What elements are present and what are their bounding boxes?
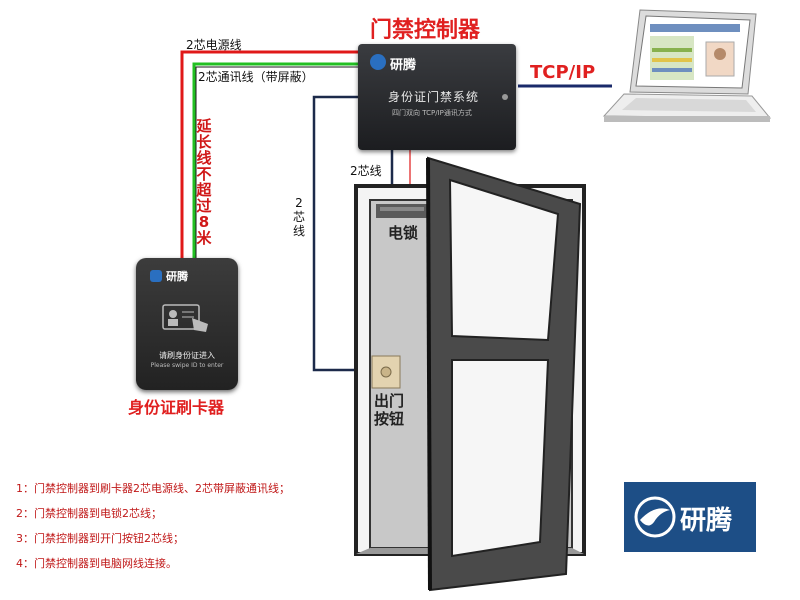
logo-text: 研腾 [680, 506, 733, 536]
notes-list: 1：门禁控制器到刷卡器2芯电源线、2芯带屏蔽通讯线； 2：门禁控制器到电锁2芯线… [16, 476, 290, 576]
lock-label: 电锁 [388, 224, 419, 242]
laptop-computer [602, 9, 772, 122]
exit-button [371, 355, 401, 389]
power-wire [180, 50, 362, 258]
comm-wire-label: 2芯通讯线（带屏蔽） [198, 70, 314, 84]
power-wire-label: 2芯电源线 [186, 38, 242, 52]
screw-icon [502, 94, 508, 100]
exit-button-label: 出门按钮 [374, 392, 405, 428]
diagram-title: 门禁控制器 [370, 18, 481, 43]
controller-brand: 研腾 [390, 58, 417, 73]
reader-instruction: 请刷身份证进入 [159, 351, 215, 360]
logo-mark-icon [634, 496, 676, 538]
id-card-icon [162, 304, 212, 334]
note-item: 3：门禁控制器到开门按钮2芯线； [16, 532, 184, 545]
button-wire [312, 95, 372, 372]
brand-icon [370, 54, 386, 70]
controller-sub-text: 四门双向 TCP/IP通讯方式 [392, 109, 472, 117]
brand-icon [150, 270, 162, 282]
door-leaf [426, 156, 582, 592]
note-item: 4：门禁控制器到电脑网线连接。 [16, 557, 177, 570]
reader-instruction-en: Please swipe ID to enter [150, 362, 224, 369]
comm-wire [192, 62, 362, 258]
lock-wire-label: 2芯线 [350, 164, 382, 178]
controller-main-text: 身份证门禁系统 [388, 90, 480, 104]
note-item: 2：门禁控制器到电锁2芯线； [16, 507, 162, 520]
id-card-reader: 研腾 请刷身份证进入 Please swipe ID to enter [136, 258, 238, 390]
access-controller: 研腾 身份证门禁系统 四门双向 TCP/IP通讯方式 [358, 44, 516, 150]
reader-caption: 身份证刷卡器 [128, 398, 225, 417]
network-label: TCP/IP [530, 62, 596, 83]
extension-limit-label: 延长线不超过8米 [196, 117, 212, 247]
brand-logo: 研腾 [624, 482, 756, 552]
note-item: 1：门禁控制器到刷卡器2芯电源线、2芯带屏蔽通讯线； [16, 482, 290, 495]
button-wire-label: 2芯线 [292, 196, 305, 238]
reader-brand: 研腾 [166, 270, 188, 283]
